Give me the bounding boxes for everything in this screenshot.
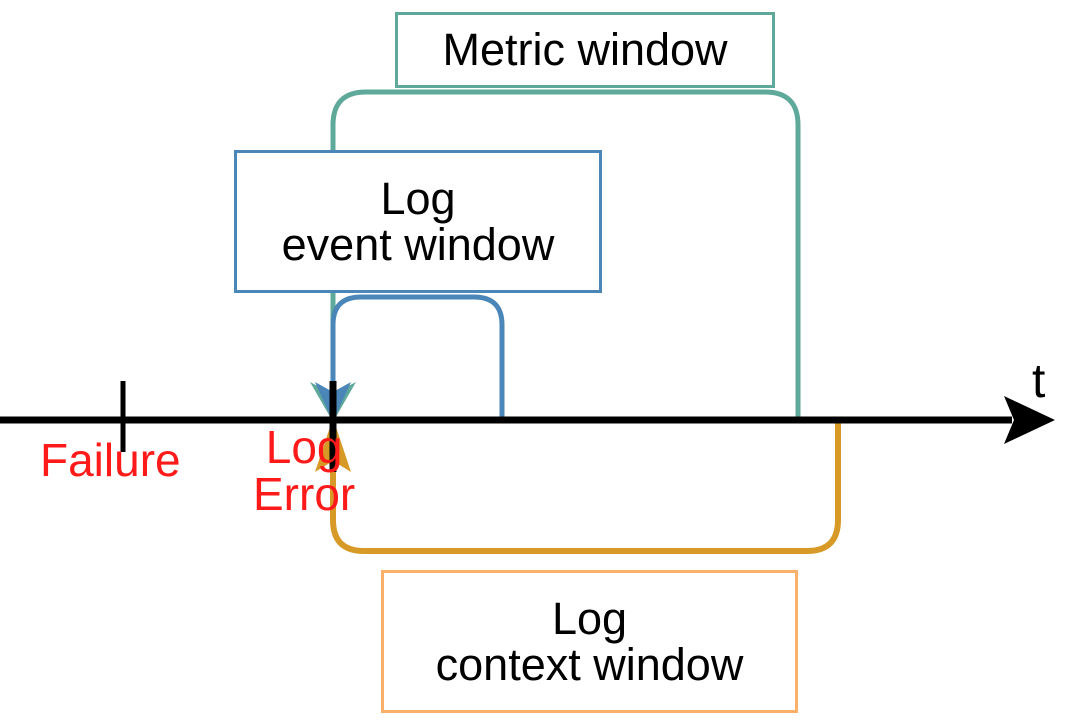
time-axis-arrowhead [1004, 396, 1055, 444]
log-error-label-line2: Error [253, 467, 356, 520]
log-error-label-line1: Log [265, 421, 343, 473]
log-event-window-label-line2: event window [281, 218, 555, 270]
log-error-marker-label: Log Error [253, 424, 355, 518]
log-context-window-label-line1: Log [551, 592, 628, 644]
failure-marker-label: Failure [40, 434, 181, 486]
metric-window-label-line1: Metric window [442, 24, 728, 76]
log-event-window-label-box: Log event window [234, 150, 602, 293]
log-context-window-label-box: Log context window [381, 570, 798, 713]
metric-window-bracket [330, 89, 801, 420]
log-context-window-bracket [330, 420, 841, 554]
log-event-window-label-line1: Log [380, 172, 456, 224]
log-context-window-label-line2: context window [435, 638, 744, 690]
metric-window-label-box: Metric window [395, 12, 775, 88]
time-axis-label: t [1032, 355, 1046, 408]
log-event-window-bracket [330, 294, 505, 420]
